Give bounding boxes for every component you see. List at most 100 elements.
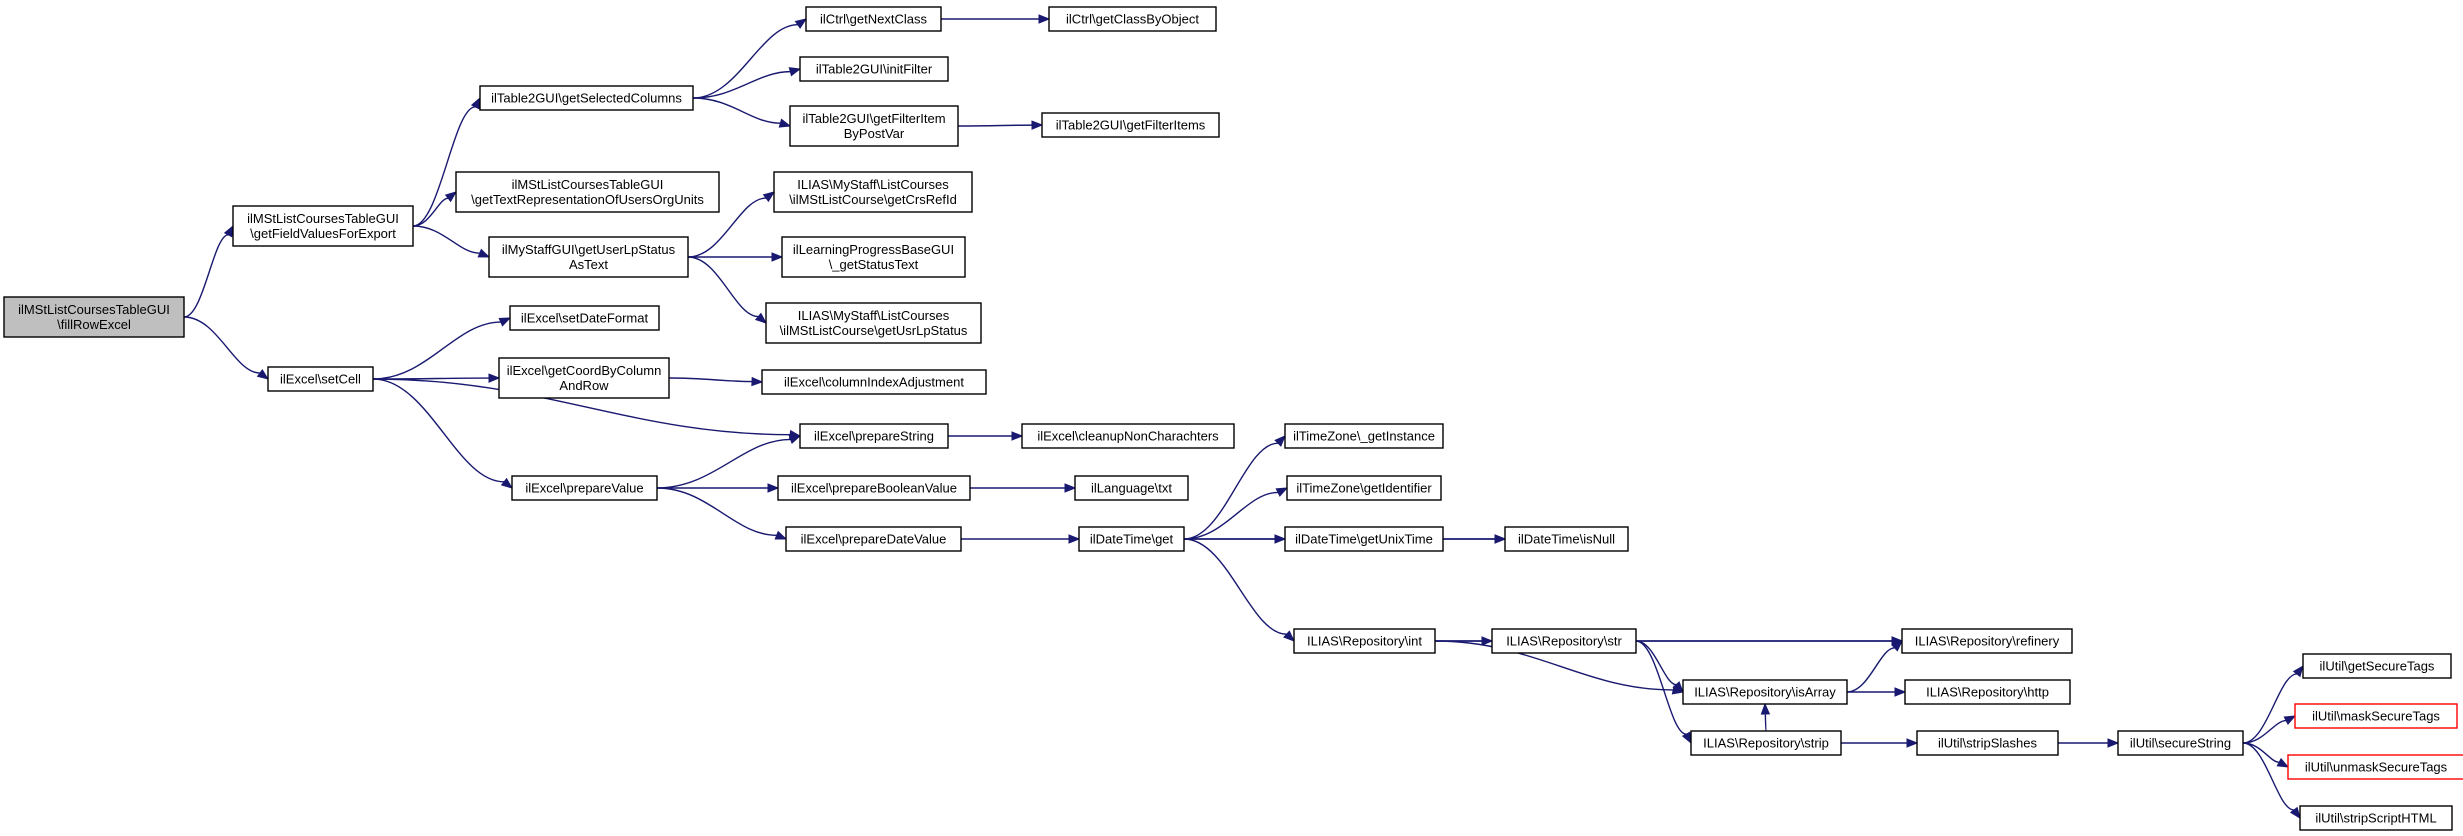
node-box[interactable] bbox=[1690, 730, 1842, 756]
node-dateTimeGet[interactable]: ilDateTime\get bbox=[1078, 526, 1185, 552]
node-http[interactable]: ILIAS\Repository\http bbox=[1904, 679, 2071, 705]
node-isNull[interactable]: ilDateTime\isNull bbox=[1504, 526, 1629, 552]
node-box[interactable] bbox=[785, 526, 962, 552]
node-box[interactable] bbox=[2299, 805, 2453, 831]
node-box[interactable] bbox=[773, 171, 973, 213]
edge-arrowhead bbox=[444, 191, 458, 203]
node-setCell[interactable]: ilExcel\setCell bbox=[267, 366, 374, 392]
node-tzGetInstance[interactable]: ilTimeZone\_getInstance bbox=[1284, 423, 1444, 449]
node-repoStrip[interactable]: ILIAS\Repository\strip bbox=[1690, 730, 1842, 756]
node-cleanupNonCharachters[interactable]: ilExcel\cleanupNonCharachters bbox=[1021, 423, 1235, 449]
edge-line bbox=[1635, 640, 1677, 686]
node-setDateFormat[interactable]: ilExcel\setDateFormat bbox=[509, 305, 660, 331]
node-box[interactable] bbox=[1286, 475, 1442, 501]
node-label: ilExcel\setCell bbox=[280, 372, 361, 387]
node-box[interactable] bbox=[1021, 423, 1235, 449]
edge-secureString-to-unmaskSecureTags bbox=[2242, 742, 2290, 768]
node-label: ilExcel\getCoordByColumn bbox=[507, 363, 662, 378]
node-label: ilMStListCoursesTableGUI bbox=[247, 211, 399, 226]
node-prepareDateValue[interactable]: ilExcel\prepareDateValue bbox=[785, 526, 962, 552]
node-box[interactable] bbox=[2287, 754, 2463, 780]
node-getStatusText[interactable]: ilLearningProgressBaseGUI\_getStatusText bbox=[781, 236, 966, 278]
node-box[interactable] bbox=[1682, 679, 1848, 705]
edge-arrowhead bbox=[778, 118, 792, 128]
edge-line bbox=[1183, 491, 1279, 540]
node-box[interactable] bbox=[1078, 526, 1185, 552]
node-prepareString[interactable]: ilExcel\prepareString bbox=[799, 423, 949, 449]
node-box[interactable] bbox=[1284, 526, 1444, 552]
node-fillRowExcel[interactable]: ilMStListCoursesTableGUI\fillRowExcel bbox=[3, 296, 185, 338]
node-box[interactable] bbox=[799, 56, 949, 82]
node-getFilterItems[interactable]: ilTable2GUI\getFilterItems bbox=[1041, 112, 1220, 138]
node-box[interactable] bbox=[1293, 628, 1436, 654]
node-refinery[interactable]: ILIAS\Repository\refinery bbox=[1901, 628, 2073, 654]
node-box[interactable] bbox=[232, 205, 414, 247]
edge-arrowhead bbox=[1906, 738, 1919, 748]
node-box[interactable] bbox=[1491, 628, 1637, 654]
node-getClassByObject[interactable]: ilCtrl\getClassByObject bbox=[1048, 6, 1217, 32]
node-box[interactable] bbox=[2294, 703, 2458, 729]
node-box[interactable] bbox=[1916, 730, 2059, 756]
node-box[interactable] bbox=[488, 236, 689, 278]
node-label: ilTable2GUI\getSelectedColumns bbox=[491, 91, 682, 106]
edge-stripSlashes-to-secureString bbox=[2058, 738, 2120, 748]
node-prepareValue[interactable]: ilExcel\prepareValue bbox=[511, 475, 658, 501]
node-getSelectedColumns[interactable]: ilTable2GUI\getSelectedColumns bbox=[479, 85, 694, 111]
node-getFieldValuesForExport[interactable]: ilMStListCoursesTableGUI\getFieldValuesF… bbox=[232, 205, 414, 247]
node-box[interactable] bbox=[789, 105, 959, 147]
node-box[interactable] bbox=[511, 475, 658, 501]
node-box[interactable] bbox=[1048, 6, 1217, 32]
node-box[interactable] bbox=[1041, 112, 1220, 138]
node-box[interactable] bbox=[479, 85, 694, 111]
node-repoStr[interactable]: ILIAS\Repository\str bbox=[1491, 628, 1637, 654]
node-box[interactable] bbox=[509, 305, 660, 331]
node-box[interactable] bbox=[765, 302, 982, 344]
node-getUsrLpStatus[interactable]: ILIAS\MyStaff\ListCourses\ilMStListCours… bbox=[765, 302, 982, 344]
node-box[interactable] bbox=[1901, 628, 2073, 654]
node-columnIndexAdjustment[interactable]: ilExcel\columnIndexAdjustment bbox=[761, 369, 987, 395]
node-repoInt[interactable]: ILIAS\Repository\int bbox=[1293, 628, 1436, 654]
edge-line bbox=[957, 124, 1033, 127]
node-label: AsText bbox=[569, 257, 608, 272]
node-box[interactable] bbox=[799, 423, 949, 449]
node-box[interactable] bbox=[1074, 475, 1189, 501]
edge-line bbox=[656, 487, 777, 537]
node-box[interactable] bbox=[1284, 423, 1444, 449]
node-box[interactable] bbox=[455, 171, 720, 213]
node-box[interactable] bbox=[761, 369, 987, 395]
node-getSecureTags[interactable]: ilUtil\getSecureTags bbox=[2302, 653, 2452, 679]
node-box[interactable] bbox=[2302, 653, 2452, 679]
node-box[interactable] bbox=[1904, 679, 2071, 705]
node-box[interactable] bbox=[267, 366, 374, 392]
node-stripScriptHTML[interactable]: ilUtil\stripScriptHTML bbox=[2299, 805, 2453, 831]
edge-line bbox=[372, 378, 791, 436]
node-box[interactable] bbox=[1504, 526, 1629, 552]
node-box[interactable] bbox=[777, 475, 971, 501]
node-box[interactable] bbox=[805, 6, 942, 32]
node-languageTxt[interactable]: ilLanguage\txt bbox=[1074, 475, 1189, 501]
node-unmaskSecureTags[interactable]: ilUtil\unmaskSecureTags bbox=[2287, 754, 2463, 780]
node-label: ilCtrl\getClassByObject bbox=[1066, 12, 1199, 27]
edge-line bbox=[656, 438, 791, 489]
node-getCrsRefId[interactable]: ILIAS\MyStaff\ListCourses\ilMStListCours… bbox=[773, 171, 973, 213]
node-prepareBooleanValue[interactable]: ilExcel\prepareBooleanValue bbox=[777, 475, 971, 501]
node-getNextClass[interactable]: ilCtrl\getNextClass bbox=[805, 6, 942, 32]
node-box[interactable] bbox=[2117, 730, 2244, 756]
edge-prepareValue-to-prepareString bbox=[656, 435, 802, 489]
node-maskSecureTags[interactable]: ilUtil\maskSecureTags bbox=[2294, 703, 2458, 729]
node-box[interactable] bbox=[781, 236, 966, 278]
node-box[interactable] bbox=[3, 296, 185, 338]
node-tzGetIdentifier[interactable]: ilTimeZone\getIdentifier bbox=[1286, 475, 1442, 501]
node-initFilter[interactable]: ilTable2GUI\initFilter bbox=[799, 56, 949, 82]
node-getTextRepOrgUnits[interactable]: ilMStListCoursesTableGUI\getTextRepresen… bbox=[455, 171, 720, 213]
node-getUnixTime[interactable]: ilDateTime\getUnixTime bbox=[1284, 526, 1444, 552]
node-stripSlashes[interactable]: ilUtil\stripSlashes bbox=[1916, 730, 2059, 756]
node-box[interactable] bbox=[498, 357, 670, 399]
node-label: ILIAS\Repository\isArray bbox=[1694, 685, 1836, 700]
node-secureString[interactable]: ilUtil\secureString bbox=[2117, 730, 2244, 756]
node-isArray[interactable]: ILIAS\Repository\isArray bbox=[1682, 679, 1848, 705]
edge-arrowhead bbox=[794, 18, 808, 29]
